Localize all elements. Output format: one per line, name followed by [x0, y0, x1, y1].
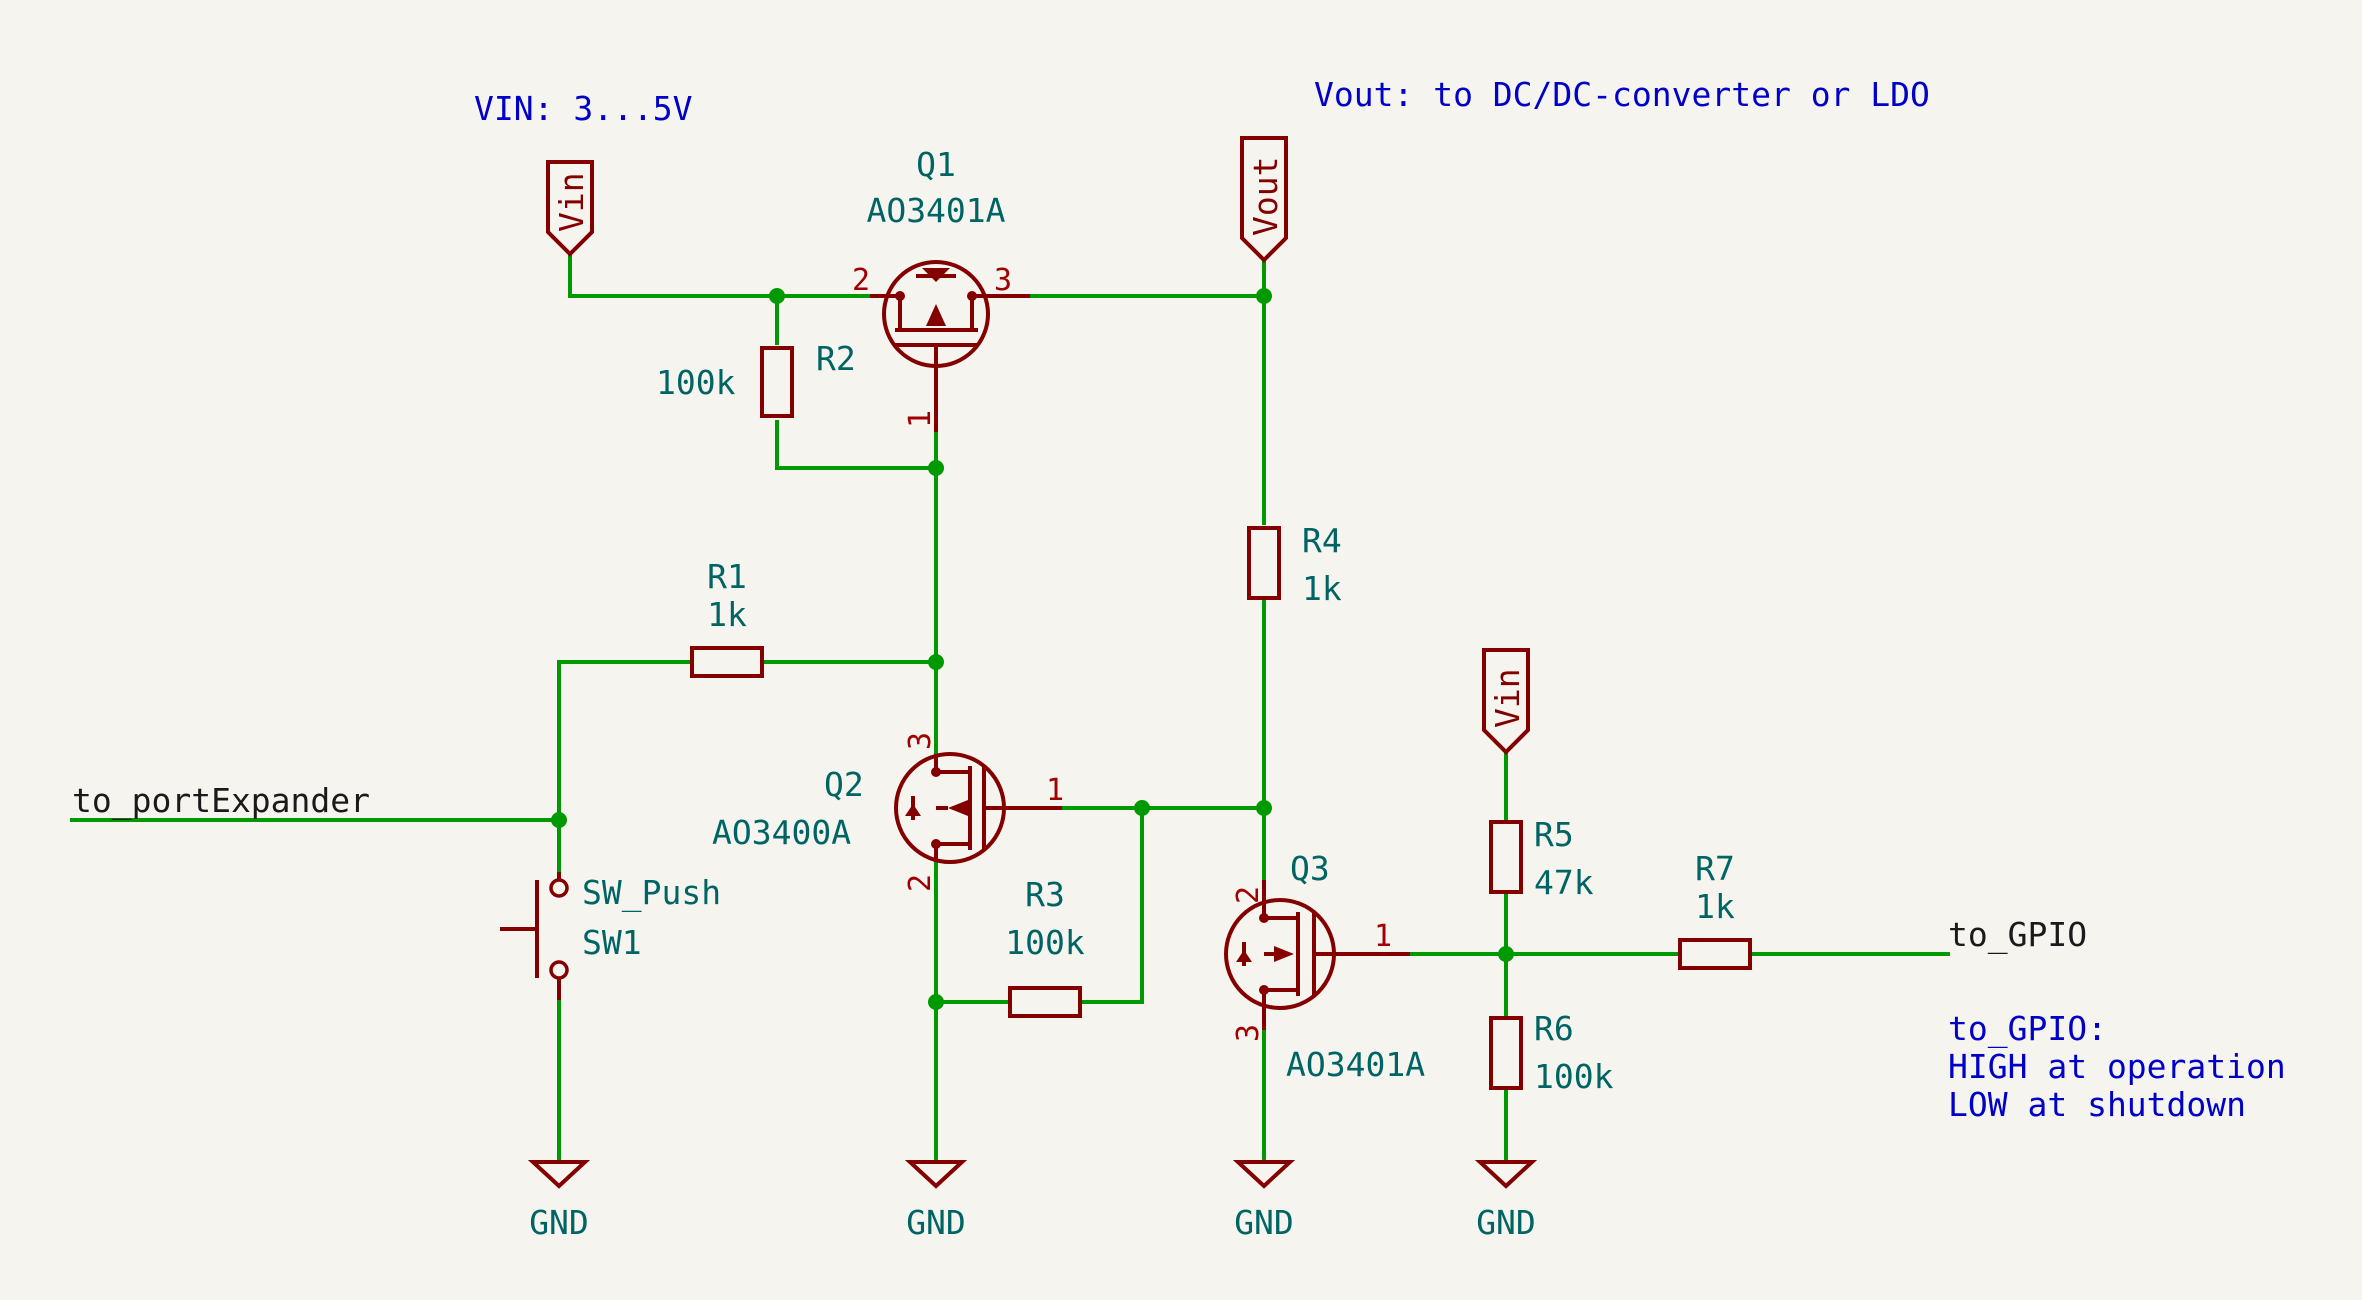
junction — [928, 654, 944, 670]
resistors — [690, 346, 1752, 1090]
mosfet-q2 — [894, 752, 1062, 864]
q2-pin-3: 3 — [903, 732, 938, 750]
mosfet-q1 — [870, 260, 1030, 432]
r7-ref: R7 — [1695, 849, 1735, 888]
q3-pin-2: 2 — [1231, 886, 1266, 904]
q3-ref: Q3 — [1290, 849, 1330, 888]
r6-value: 100k — [1534, 1057, 1614, 1096]
resistor-r5 — [1489, 820, 1523, 894]
r4-ref: R4 — [1302, 521, 1342, 560]
r5-value: 47k — [1534, 863, 1594, 902]
mosfet-q3 — [1224, 880, 1410, 1030]
vout-label: Vout — [1246, 157, 1285, 236]
q1-value: AO3401A — [866, 191, 1005, 230]
sw1-ref: SW1 — [582, 923, 642, 962]
r6-ref: R6 — [1534, 1009, 1574, 1048]
note-gpio-line1: HIGH at operation — [1948, 1047, 2286, 1086]
r7-value: 1k — [1695, 887, 1735, 926]
gnd-symbol-3 — [1232, 1160, 1296, 1189]
wire-r3-right — [1080, 808, 1144, 1004]
r1-ref: R1 — [707, 557, 747, 596]
gnd-label-1: GND — [529, 1203, 589, 1242]
resistor-r4 — [1247, 526, 1281, 600]
gnd-label-2: GND — [906, 1203, 966, 1242]
r3-value: 100k — [1005, 923, 1085, 962]
gnd-label-4: GND — [1476, 1203, 1536, 1242]
vin-top-label: Vin — [552, 172, 591, 232]
q3-value: AO3401A — [1286, 1045, 1425, 1084]
switch-sw1 — [500, 872, 569, 1000]
wires — [70, 254, 1950, 1160]
net-label-gpio: to_GPIO — [1948, 915, 2087, 955]
gnd-symbol-2 — [904, 1160, 968, 1189]
note-gpio-line2: LOW at shutdown — [1948, 1085, 2246, 1124]
net-label-port-expander: to_portExpander — [72, 781, 370, 821]
resistor-r3 — [1008, 986, 1082, 1018]
wire-r2-bottom — [775, 420, 936, 470]
resistor-r6 — [1489, 1016, 1523, 1090]
sw1-value: SW_Push — [582, 873, 721, 913]
r5-ref: R5 — [1534, 815, 1574, 854]
q1-ref: Q1 — [916, 145, 956, 184]
q1-pin-3: 3 — [994, 263, 1012, 298]
note-vin: VIN: 3...5V — [474, 89, 693, 128]
vin-right-label: Vin — [1488, 668, 1527, 728]
power-port-vout: Vout — [1240, 136, 1288, 263]
junction — [928, 994, 944, 1010]
wire-vin-q1 — [568, 254, 870, 298]
junction — [928, 460, 944, 476]
q1-pin-1: 1 — [903, 410, 938, 428]
gnd-label-3: GND — [1234, 1203, 1294, 1242]
r3-ref: R3 — [1025, 875, 1065, 914]
q2-ref: Q2 — [824, 765, 864, 804]
junction — [769, 288, 785, 304]
junction — [1134, 800, 1150, 816]
junction — [1256, 288, 1272, 304]
note-vout: Vout: to DC/DC-converter or LDO — [1314, 75, 1930, 114]
q3-pin-3: 3 — [1231, 1024, 1266, 1042]
resistor-r2 — [760, 346, 794, 418]
q3-pin-1: 1 — [1374, 919, 1392, 954]
junction — [1498, 946, 1514, 962]
r1-value: 1k — [707, 595, 747, 634]
power-port-vin-top: Vin — [546, 160, 594, 257]
r2-value: 100k — [656, 363, 736, 402]
junctions — [551, 288, 1514, 1010]
r4-value: 1k — [1302, 569, 1342, 608]
resistor-r1 — [690, 646, 764, 678]
r2-ref: R2 — [816, 339, 856, 378]
wire-r1-left — [557, 660, 690, 820]
resistor-r7 — [1678, 938, 1752, 970]
q1-pin-2: 2 — [852, 263, 870, 298]
junction — [551, 812, 567, 828]
q2-pin-2: 2 — [903, 874, 938, 892]
junction — [1256, 800, 1272, 816]
gnd-symbol-1 — [527, 1160, 591, 1189]
gnd-symbol-4 — [1474, 1160, 1538, 1189]
q2-pin-1: 1 — [1046, 773, 1064, 808]
power-port-vin-right: Vin — [1482, 648, 1530, 755]
q2-value: AO3400A — [712, 813, 851, 852]
note-gpio-title: to_GPIO: — [1948, 1009, 2107, 1049]
